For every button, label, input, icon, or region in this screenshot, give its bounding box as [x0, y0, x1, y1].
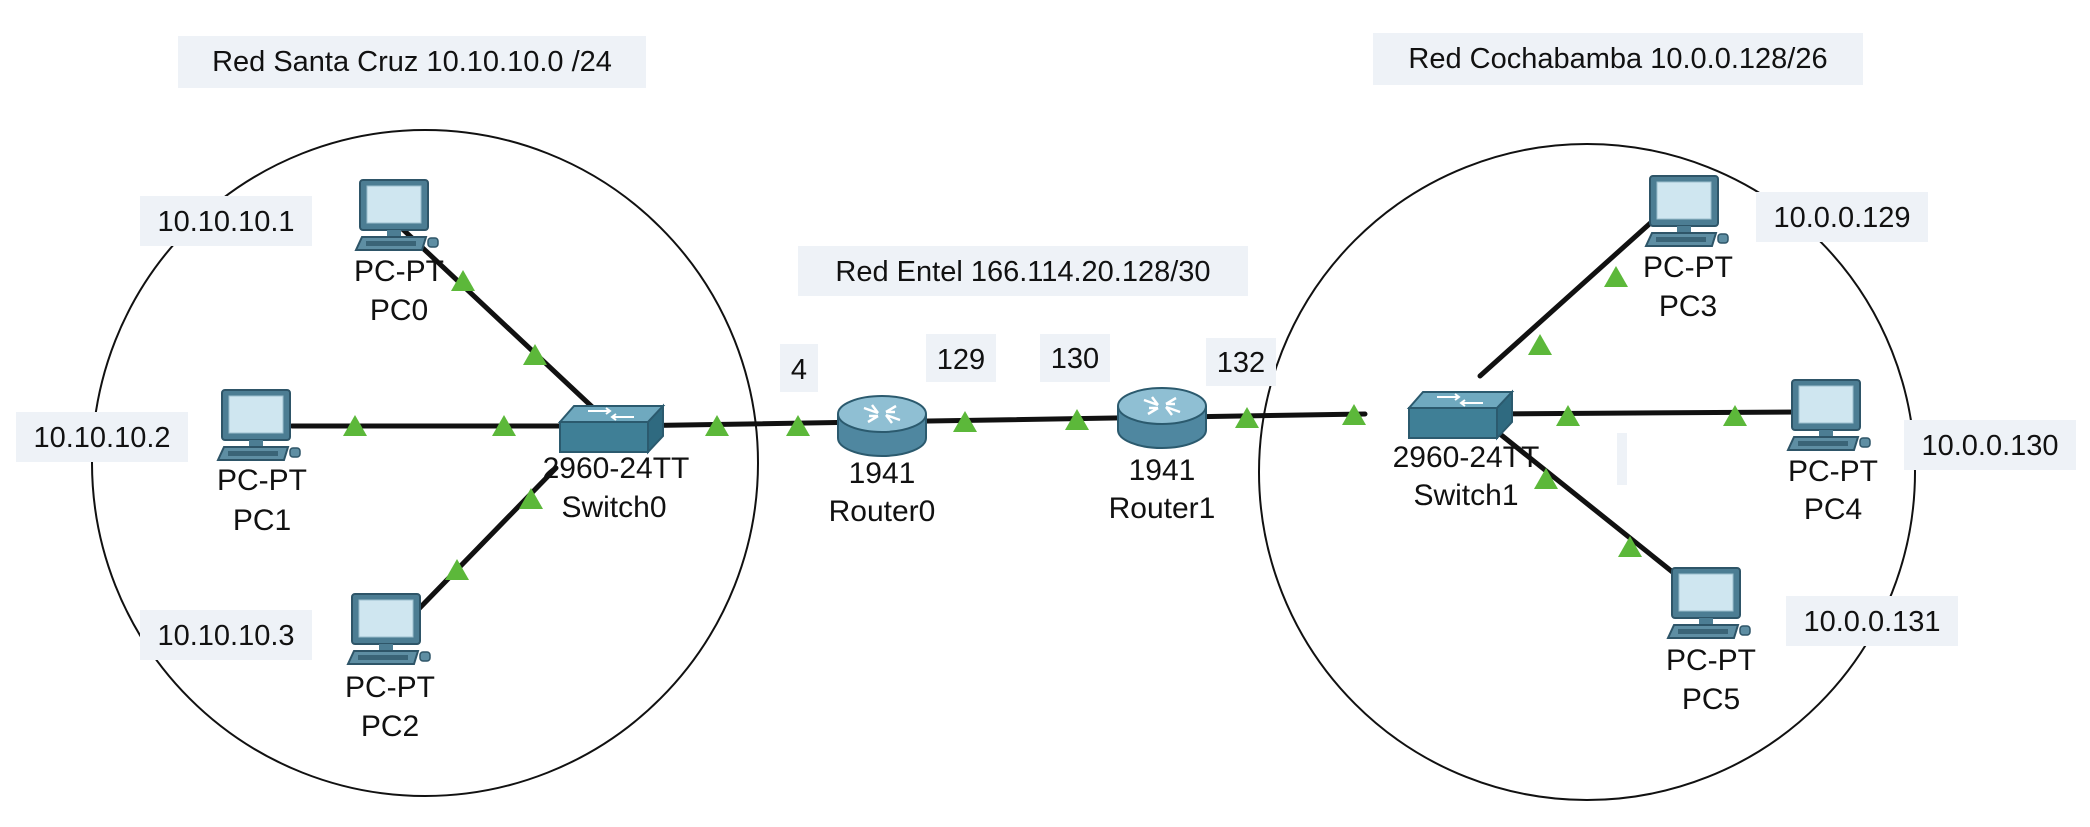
- ip-label-pc5: 10.0.0.131: [1786, 596, 1958, 646]
- pc5[interactable]: PC-PT PC5: [1666, 567, 1756, 716]
- pc-icon: [1645, 175, 1729, 247]
- device-name: PC2: [361, 710, 419, 743]
- pc4[interactable]: PC-PT PC4: [1787, 379, 1878, 526]
- network-label: Red Cochabamba 10.0.0.128/26: [1408, 43, 1827, 75]
- router1[interactable]: 1941 Router1: [1109, 386, 1216, 525]
- port-indicator: [519, 488, 543, 509]
- router0[interactable]: 1941 Router0: [829, 394, 936, 528]
- device-name: Switch1: [1413, 479, 1518, 512]
- link-switch1-pc4: [1477, 409, 1803, 417]
- note-cochabamba: Red Cochabamba 10.0.0.128/26: [1373, 33, 1863, 85]
- device-name: PC4: [1804, 493, 1862, 526]
- ip-address: 10.0.0.129: [1773, 202, 1910, 234]
- device-name: PC0: [370, 294, 428, 327]
- pc-icon: [1787, 379, 1871, 451]
- device-model: PC-PT: [1643, 251, 1733, 284]
- port-indicators: [343, 266, 1747, 580]
- device-name: Router0: [829, 495, 936, 528]
- device-name: PC3: [1659, 290, 1717, 323]
- pc-icon: [347, 593, 431, 665]
- port-indicator: [1723, 405, 1747, 426]
- iface-label-r0-lan: 4: [780, 344, 818, 392]
- switch-icon: [1408, 391, 1513, 439]
- ip-label-pc1: 10.10.10.2: [16, 412, 188, 462]
- network-label: Red Entel 166.114.20.128/30: [835, 256, 1210, 288]
- pc-icon: [1667, 567, 1751, 639]
- note-entel: Red Entel 166.114.20.128/30: [798, 246, 1248, 296]
- ip-label-pc4: 10.0.0.130: [1904, 420, 2076, 470]
- device-model: 2960-24TT: [1393, 441, 1540, 474]
- link-switch1-pc3: [1477, 215, 1659, 379]
- device-model: PC-PT: [354, 255, 444, 288]
- interface-octet: 130: [1051, 343, 1099, 375]
- interface-octet: 132: [1217, 347, 1265, 379]
- pc1[interactable]: PC-PT PC1: [217, 389, 307, 537]
- santa-cruz-network-boundary: [91, 129, 759, 797]
- device-name: Router1: [1109, 492, 1216, 525]
- device-model: 1941: [849, 457, 916, 490]
- device-name: Switch0: [561, 491, 666, 524]
- device-name: PC5: [1682, 683, 1740, 716]
- ip-address: 10.10.10.3: [157, 620, 294, 652]
- device-model: 2960-24TT: [543, 452, 690, 485]
- device-name: PC1: [233, 504, 291, 537]
- iface-label-r1-lan: 132: [1206, 338, 1276, 386]
- ip-label-pc0: 10.10.10.1: [140, 196, 312, 246]
- ip-address: 10.10.10.1: [157, 206, 294, 238]
- note-santa-cruz: Red Santa Cruz 10.10.10.0 /24: [178, 36, 646, 88]
- pc0[interactable]: PC-PT PC0: [354, 179, 444, 327]
- link-pc0-switch0: [392, 219, 607, 421]
- pc2[interactable]: PC-PT PC2: [345, 593, 435, 743]
- link-switch0-switch1: [617, 411, 1368, 429]
- interface-octet: 4: [791, 354, 807, 386]
- device-model: 1941: [1129, 454, 1196, 487]
- device-model: PC-PT: [1788, 455, 1878, 488]
- port-indicator: [1604, 266, 1628, 287]
- device-model: PC-PT: [1666, 644, 1756, 677]
- ip-address: 10.0.0.131: [1803, 606, 1940, 638]
- ip-label-pc2: 10.10.10.3: [140, 610, 312, 660]
- switch0[interactable]: 2960-24TT Switch0: [543, 405, 690, 524]
- pc-icon: [217, 389, 301, 461]
- switch-icon: [559, 405, 664, 453]
- ip-label-pc3: 10.0.0.129: [1756, 192, 1928, 242]
- device-model: PC-PT: [345, 671, 435, 704]
- device-model: PC-PT: [217, 464, 307, 497]
- switch1[interactable]: 2960-24TT Switch1: [1393, 391, 1540, 512]
- cochabamba-network-boundary: [1258, 143, 1916, 801]
- empty-note-box: [1617, 433, 1627, 485]
- router-icon: [1116, 386, 1208, 450]
- iface-label-r0-wan: 129: [926, 334, 996, 382]
- port-indicator: [1528, 334, 1552, 355]
- pc-icon: [355, 179, 439, 251]
- interface-octet: 129: [937, 344, 985, 376]
- ip-address: 10.0.0.130: [1921, 430, 2058, 462]
- router-icon: [836, 394, 928, 458]
- network-label: Red Santa Cruz 10.10.10.0 /24: [212, 46, 612, 78]
- link-pc2-switch0: [405, 465, 559, 623]
- link-switch1-pc5: [1477, 415, 1683, 581]
- iface-label-r1-wan: 130: [1040, 334, 1110, 382]
- ip-address: 10.10.10.2: [33, 422, 170, 454]
- pc3[interactable]: PC-PT PC3: [1643, 175, 1733, 323]
